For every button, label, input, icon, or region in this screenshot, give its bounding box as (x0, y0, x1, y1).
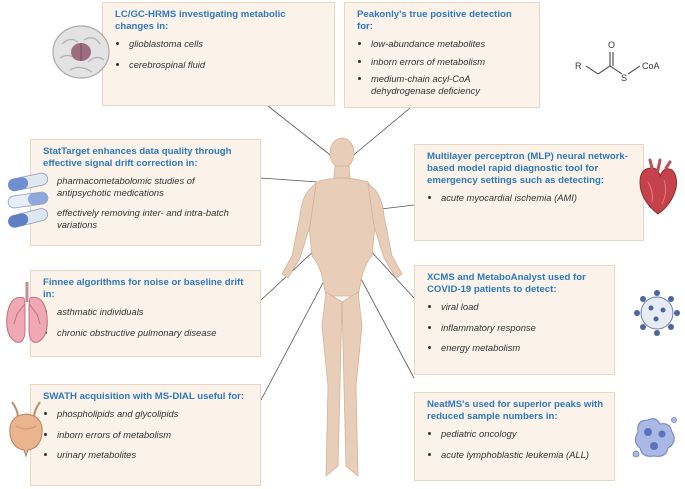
cells-icon (632, 417, 677, 458)
list-item: cerebrospinal fluid (129, 59, 324, 71)
bladder-icon (9, 401, 43, 458)
list-item: inborn errors of metabolism (57, 429, 250, 441)
molecule-coa-label: CoA (642, 61, 660, 71)
list-item: urinary metabolites (57, 449, 250, 461)
list-item: effectively removing inter- and intra-ba… (57, 207, 250, 230)
list-item: energy metabolism (441, 342, 604, 354)
list-item: low-abundance metabolites (371, 38, 529, 50)
item-list: glioblastoma cells cerebrospinal fluid (115, 38, 324, 70)
heart-icon (639, 158, 677, 215)
box-mlp: Multilayer perceptron (MLP) neural netwo… (414, 144, 644, 241)
box-title: Peakonly's true positive detection for: (357, 9, 512, 32)
virus-icon (634, 290, 680, 336)
list-item: pharmacometabolomic studies of antipsych… (57, 175, 250, 198)
box-finnee: Finnee algorithms for noise or baseline … (30, 270, 261, 357)
box-swath: SWATH acquisition with MS-DIAL useful fo… (30, 384, 261, 486)
brain-icon (52, 25, 110, 79)
molecule-icon: R O S CoA (575, 40, 660, 83)
item-list: low-abundance metabolites inborn errors … (357, 38, 529, 96)
box-peakonly: Peakonly's true positive detection for: … (344, 2, 540, 108)
molecule-o-label: O (608, 40, 615, 50)
item-list: pediatric oncology acute lymphoblastic l… (427, 428, 604, 460)
list-item: medium-chain acyl-CoA dehydrogenase defi… (371, 73, 529, 96)
list-item: asthmatic individuals (57, 306, 250, 318)
capsules-icon (7, 172, 49, 228)
box-title: Multilayer perceptron (MLP) neural netwo… (427, 151, 628, 186)
lungs-icon (6, 282, 48, 343)
box-neatms: NeatMS's used for superior peaks with re… (414, 392, 615, 481)
box-title: Finnee algorithms for noise or baseline … (43, 277, 244, 300)
box-xcms: XCMS and MetaboAnalyst used for COVID-19… (414, 265, 615, 375)
box-title: XCMS and MetaboAnalyst used for COVID-19… (427, 272, 586, 295)
box-title: SWATH acquisition with MS-DIAL useful fo… (43, 391, 245, 402)
list-item: glioblastoma cells (129, 38, 324, 50)
item-list: asthmatic individuals chronic obstructiv… (43, 306, 250, 338)
item-list: acute myocardial ischemia (AMI) (427, 192, 633, 204)
item-list: pharmacometabolomic studies of antipsych… (43, 175, 250, 230)
box-title: StatTarget enhances data quality through… (43, 146, 232, 169)
list-item: chronic obstructive pulmonary disease (57, 327, 250, 339)
human-body-icon (281, 137, 403, 477)
box-lc-gc-hrms: LC/GC-HRMS investigating metabolic chang… (102, 2, 335, 106)
list-item: inborn errors of metabolism (371, 56, 529, 68)
box-title: NeatMS's used for superior peaks with re… (427, 399, 604, 422)
molecule-r-label: R (575, 61, 582, 71)
list-item: phospholipids and glycolipids (57, 408, 250, 420)
molecule-s-label: S (621, 73, 627, 83)
list-item: acute lymphoblastic leukemia (ALL) (441, 449, 604, 461)
list-item: acute myocardial ischemia (AMI) (441, 192, 633, 204)
item-list: viral load inflammatory response energy … (427, 301, 604, 354)
list-item: pediatric oncology (441, 428, 604, 440)
box-stattarget: StatTarget enhances data quality through… (30, 139, 261, 246)
list-item: viral load (441, 301, 604, 313)
item-list: phospholipids and glycolipids inborn err… (43, 408, 250, 461)
box-title: LC/GC-HRMS investigating metabolic chang… (115, 9, 286, 32)
list-item: inflammatory response (441, 322, 604, 334)
